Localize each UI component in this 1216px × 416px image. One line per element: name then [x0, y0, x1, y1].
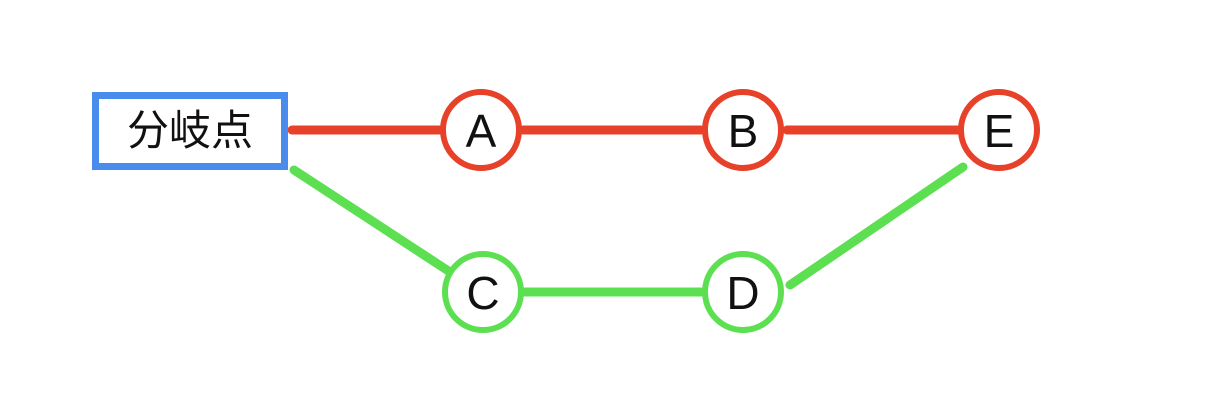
- node-c[interactable]: C: [442, 251, 524, 333]
- node-d-label: D: [726, 267, 759, 319]
- node-b-label: B: [728, 105, 759, 157]
- branch-point-box[interactable]: 分岐点: [92, 92, 288, 170]
- node-e-circle[interactable]: [958, 89, 1040, 171]
- node-c-label: C: [466, 267, 499, 319]
- edge-d-to-e[interactable]: [785, 162, 968, 290]
- branch-point-label: 分岐点: [126, 106, 253, 155]
- node-e[interactable]: E: [958, 89, 1040, 171]
- node-a-circle[interactable]: [440, 89, 522, 171]
- edge-box-to-c[interactable]: [289, 165, 455, 277]
- node-a-label: A: [466, 105, 497, 157]
- node-c-circle[interactable]: [442, 251, 524, 333]
- node-d-circle[interactable]: [702, 251, 784, 333]
- node-d[interactable]: D: [702, 251, 784, 333]
- edge-layer: [287, 125, 968, 297]
- node-b[interactable]: B: [702, 89, 784, 171]
- node-a[interactable]: A: [440, 89, 522, 171]
- node-e-label: E: [984, 105, 1015, 157]
- node-layer: A B E C D: [440, 89, 1040, 333]
- node-b-circle[interactable]: [702, 89, 784, 171]
